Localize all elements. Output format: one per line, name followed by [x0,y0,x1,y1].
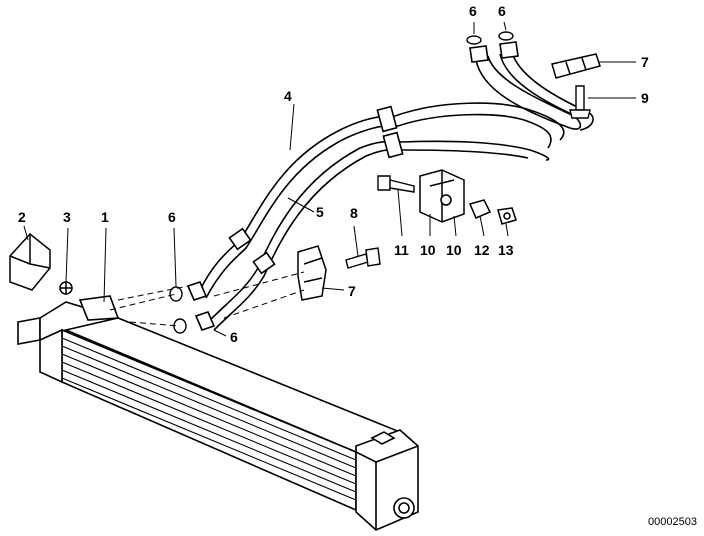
label-part-8: 8 [350,205,358,221]
bolts [346,86,590,268]
assembly-guide-lines [110,272,304,326]
oil-lines [188,42,593,330]
label-part-10-b: 10 [446,242,462,258]
label-part-9: 9 [641,90,649,106]
label-part-7-top: 7 [641,54,649,70]
label-part-6-bottom: 6 [230,329,238,345]
label-part-1: 1 [101,209,109,225]
label-part-13: 13 [498,242,514,258]
oil-cooler [18,296,418,530]
label-part-12: 12 [474,242,490,258]
label-part-11: 11 [394,242,409,258]
leader-lines [24,22,636,336]
label-part-7-mid: 7 [348,283,356,299]
label-part-6-mid: 6 [168,209,176,225]
label-part-4: 4 [284,88,292,104]
holders [298,54,600,300]
label-part-3: 3 [63,209,71,225]
label-part-10-a: 10 [420,242,436,258]
label-part-2: 2 [18,209,26,225]
label-part-6-top-a: 6 [469,3,477,19]
bracket-and-screw [10,234,72,294]
label-part-5: 5 [316,204,324,220]
label-part-6-top-b: 6 [498,3,506,19]
seal-rings [170,32,513,333]
document-number: 00002503 [648,516,697,528]
clamp-blocks [420,170,516,224]
